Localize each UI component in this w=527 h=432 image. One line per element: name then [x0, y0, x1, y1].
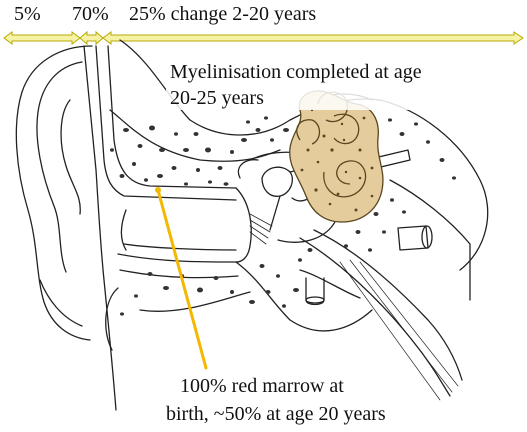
red-marrow-line1: 100% red marrow at — [180, 375, 344, 397]
red-marrow-line2: birth, ~50% at age 20 years — [166, 403, 386, 425]
mastoid-stub — [306, 278, 324, 305]
myelinisation-line1: Myelinisation completed at age — [170, 61, 422, 83]
myelinisation-annotation: Myelinisation completed at age 20-25 yea… — [166, 58, 478, 110]
timeline-label-25pct: 25% change 2-20 years — [129, 3, 316, 25]
timeline-arrow-25pct — [103, 32, 523, 44]
inner-ear-body — [290, 91, 383, 222]
marrow-pointer-line — [158, 190, 206, 368]
timeline-arrow-5pct — [4, 32, 80, 44]
myelinisation-line2: 20-25 years — [170, 87, 264, 109]
age-timeline: 5% 70% 25% change 2-20 years — [4, 3, 523, 44]
red-marrow-annotation: 100% red marrow at birth, ~50% at age 20… — [166, 375, 386, 425]
marrow-pointer-dot — [155, 187, 161, 193]
internal-auditory-canal — [398, 226, 432, 250]
pinna — [16, 46, 92, 340]
inner-ear — [290, 91, 383, 222]
timeline-label-5pct: 5% — [14, 3, 41, 25]
tympanic-membrane — [236, 188, 251, 262]
timeline-label-70pct: 70% — [72, 3, 109, 25]
timeline-arrow-70pct — [80, 32, 103, 44]
bone-marrow-dots — [110, 116, 456, 315]
